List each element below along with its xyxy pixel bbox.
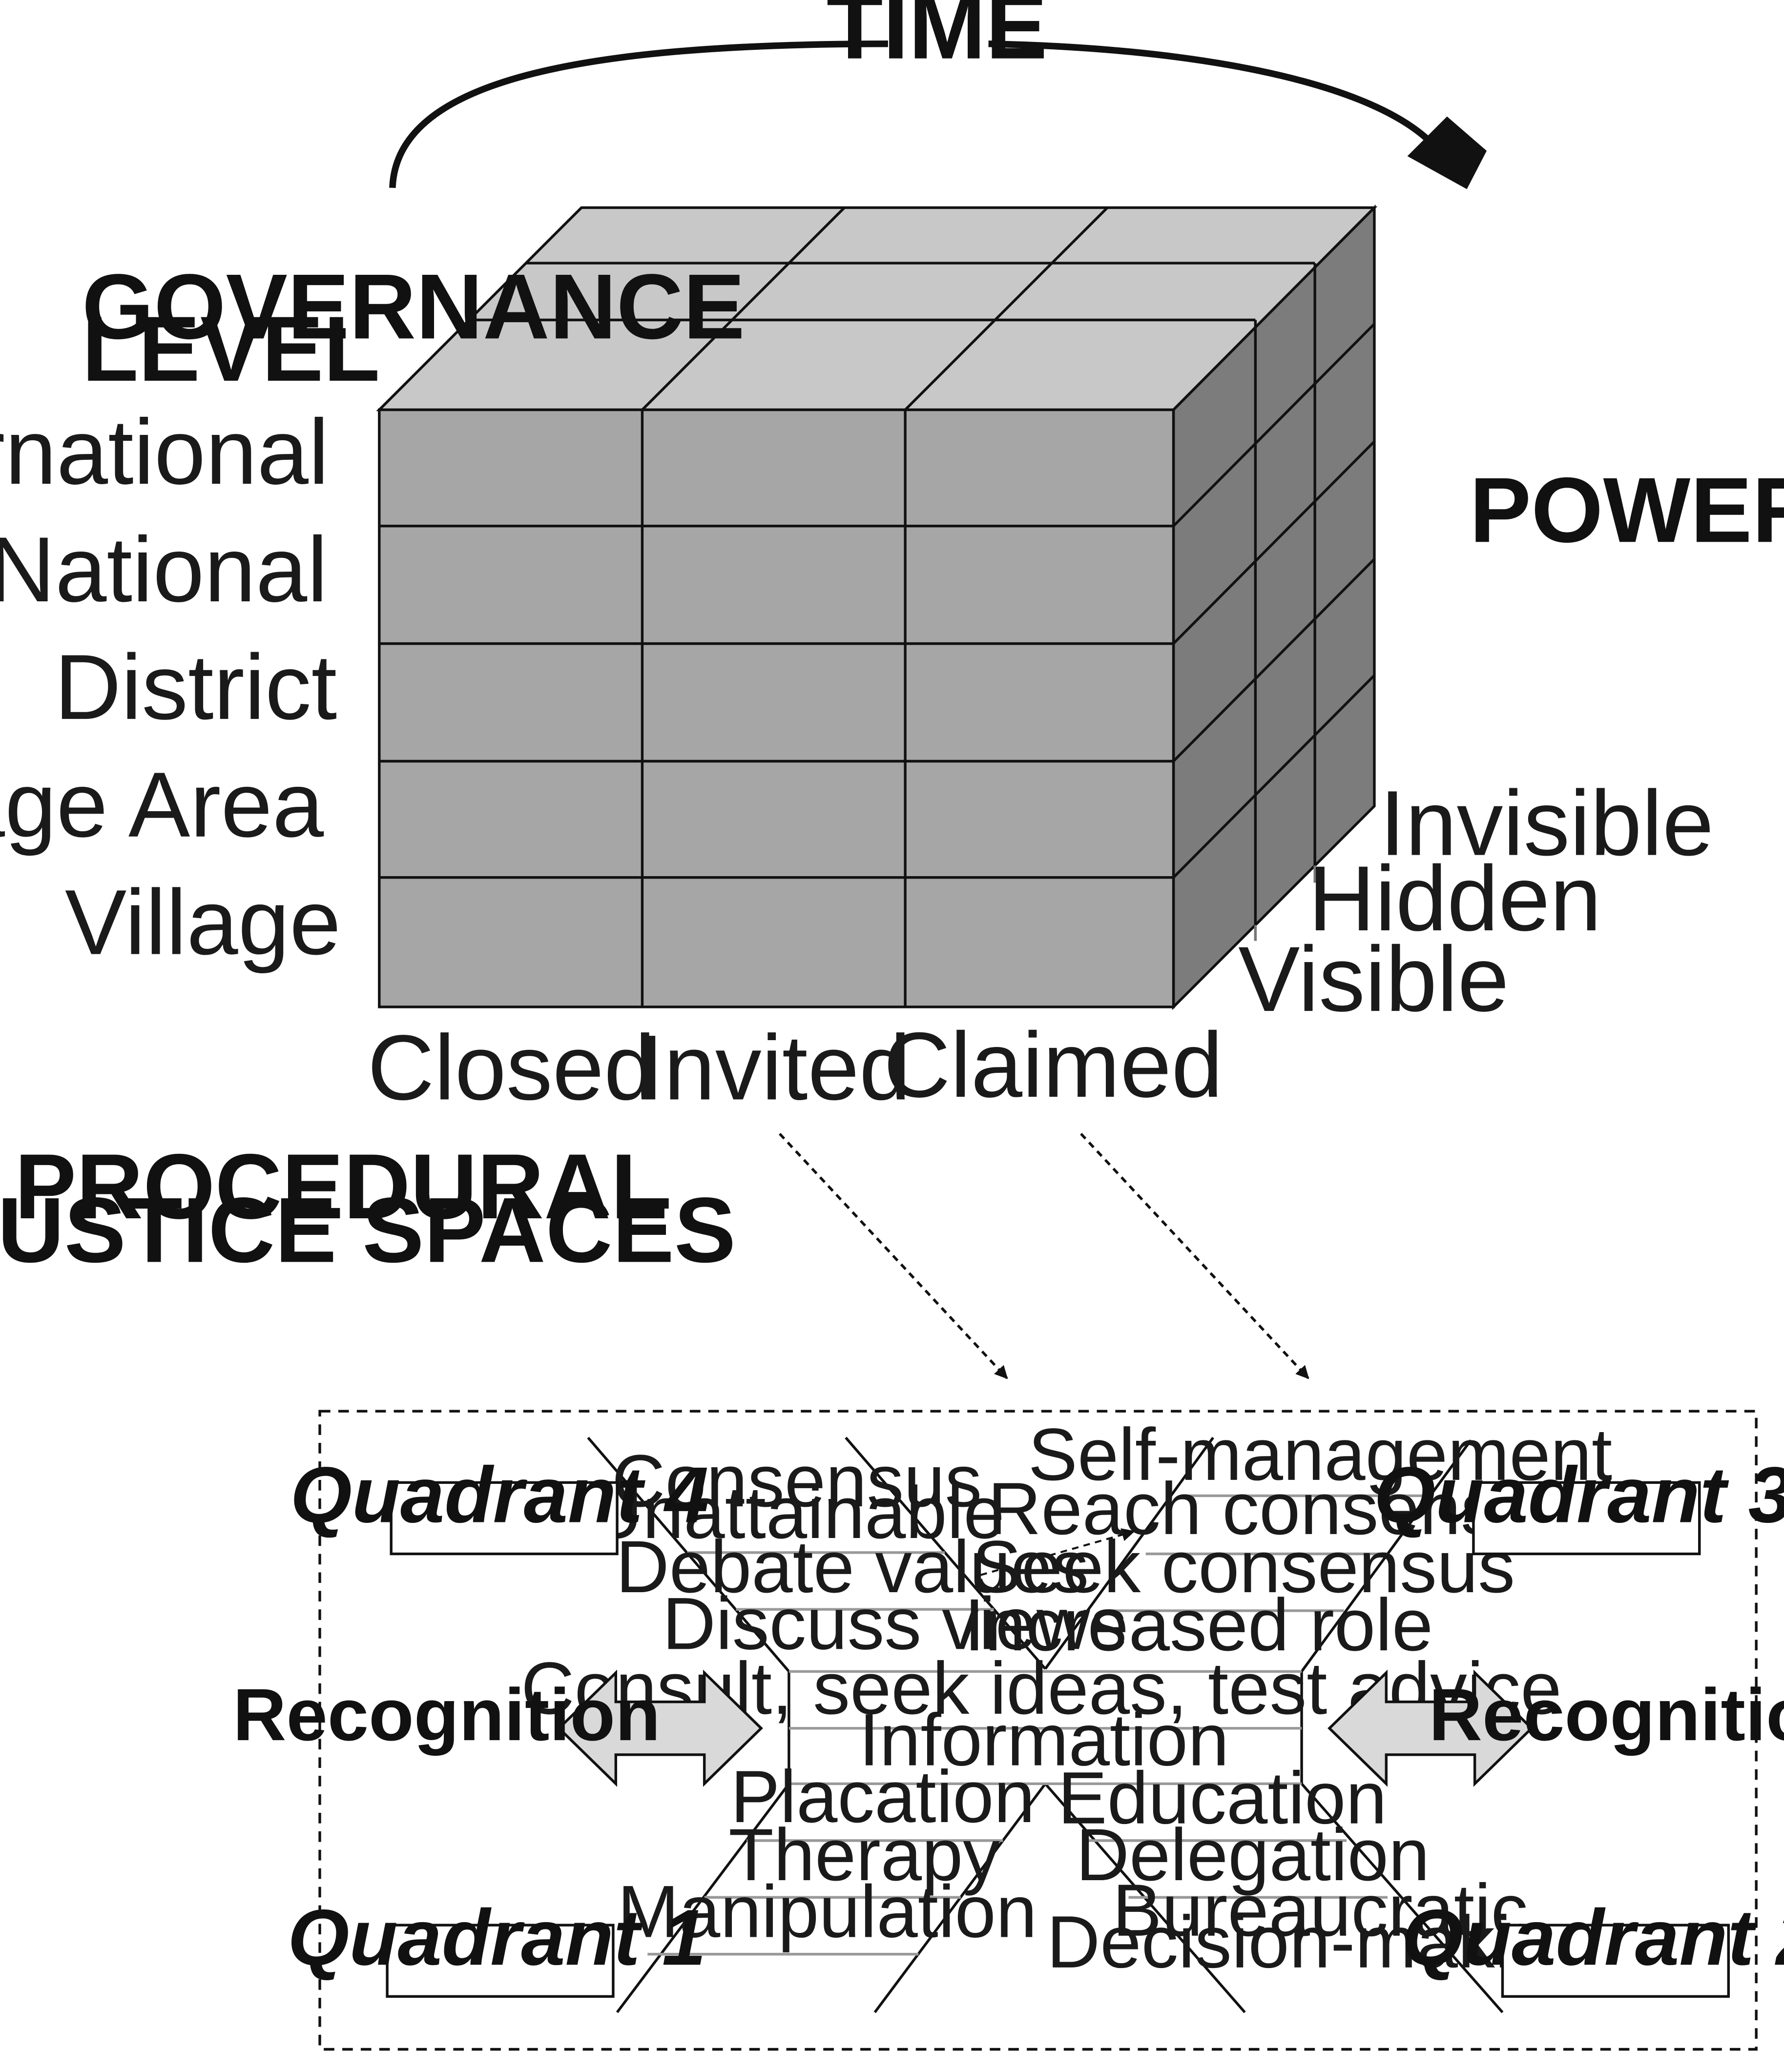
quadrant-3-box: Quadrant 3: [1374, 1451, 1784, 1556]
quadrant-2-box: Quadrant 2: [1402, 1893, 1784, 1998]
recognition-right: Recognition: [1328, 1669, 1784, 1787]
space-closed: Closed: [368, 1016, 656, 1119]
step-unattainable: Unattainable: [589, 1472, 1005, 1554]
cube: [376, 204, 1378, 1010]
spaces-axis: Closed Invited Claimed: [368, 1013, 1223, 1119]
ladder-rungs: [647, 1494, 1429, 1956]
quadrant-1-box: Quadrant 1: [288, 1893, 706, 1998]
invited-connector-arrow: [778, 1132, 1008, 1379]
power-level-invisible: Invisible: [1380, 772, 1714, 875]
step-seek-consensus: Seek consensus: [972, 1526, 1515, 1608]
time-arrow: TIME: [389, 0, 1487, 189]
cube-side-grid: [1172, 263, 1375, 925]
governance-axis: GOVERNANCE LEVEL International National …: [0, 255, 745, 974]
participation-ladder: Consensus Unattainable Debate values Dis…: [233, 1410, 1784, 2051]
step-debate-values: Debate values: [616, 1526, 1089, 1608]
quadrant-4-label: Quadrant 4: [290, 1451, 709, 1539]
power-level-visible: Visible: [1238, 927, 1509, 1031]
time-label: TIME: [827, 0, 1048, 79]
quadrant-2-label: Quadrant 2: [1402, 1893, 1784, 1982]
governance-level-group-village-area: Group Village Area: [0, 753, 324, 857]
quadrant-3-label: Quadrant 3: [1374, 1451, 1784, 1539]
spaces-connector-arrows: [778, 1132, 1309, 1379]
step-increased-role: Increased role: [964, 1584, 1433, 1666]
step-placation: Placation: [730, 1756, 1035, 1838]
step-education: Education: [1058, 1757, 1387, 1840]
governance-level-district: District: [54, 636, 337, 739]
governance-title-line1: GOVERNANCE: [82, 255, 745, 358]
step-manipulation: Manipulation: [618, 1870, 1037, 1953]
cube-front-face: [378, 408, 1175, 1008]
governance-title-line2: LEVEL: [82, 297, 380, 401]
double-arrow-left-icon: [557, 1669, 763, 1787]
step-delegation: Delegation: [1076, 1814, 1430, 1896]
quadrant-4-box: Quadrant 4: [290, 1451, 709, 1556]
procedural-title-line2: JUSTICE SPACES: [0, 1178, 736, 1282]
recognition-left: Recognition: [233, 1669, 763, 1787]
cube-top-grid: [470, 206, 1315, 411]
debate-to-consensus-arrow: [980, 1528, 1135, 1576]
claimed-connector-arrow: [1080, 1132, 1309, 1379]
power-title: POWER: [1470, 458, 1784, 562]
recognition-right-label: Recognition: [1429, 1674, 1784, 1756]
double-arrow-right-icon: [1328, 1669, 1534, 1787]
quadrant-1-label: Quadrant 1: [288, 1893, 706, 1982]
step-consensus: Consensus: [612, 1440, 982, 1522]
time-arrowhead-icon: [1407, 116, 1487, 189]
step-therapy: Therapy: [728, 1814, 1000, 1896]
power-axis: POWER Invisible Hidden Visible: [1238, 458, 1784, 1031]
space-invited: Invited: [638, 1016, 911, 1119]
space-claimed: Claimed: [884, 1013, 1223, 1117]
step-bureaucratic: Bureaucratic: [1113, 1869, 1528, 1952]
step-information: Information: [859, 1699, 1229, 1782]
power-level-hidden: Hidden: [1308, 847, 1601, 950]
step-discuss-views: Discuss views: [663, 1582, 1127, 1665]
ladder-dashed-frame: [318, 1410, 1758, 2051]
recognition-left-label: Recognition: [233, 1674, 661, 1756]
procedural-title-line1: PROCEDURAL: [15, 1135, 667, 1238]
governance-level-national: National: [0, 518, 328, 621]
governance-level-village: Village: [65, 871, 341, 974]
governance-level-international: International: [0, 400, 329, 504]
cube-front-grid: [379, 410, 1174, 1007]
